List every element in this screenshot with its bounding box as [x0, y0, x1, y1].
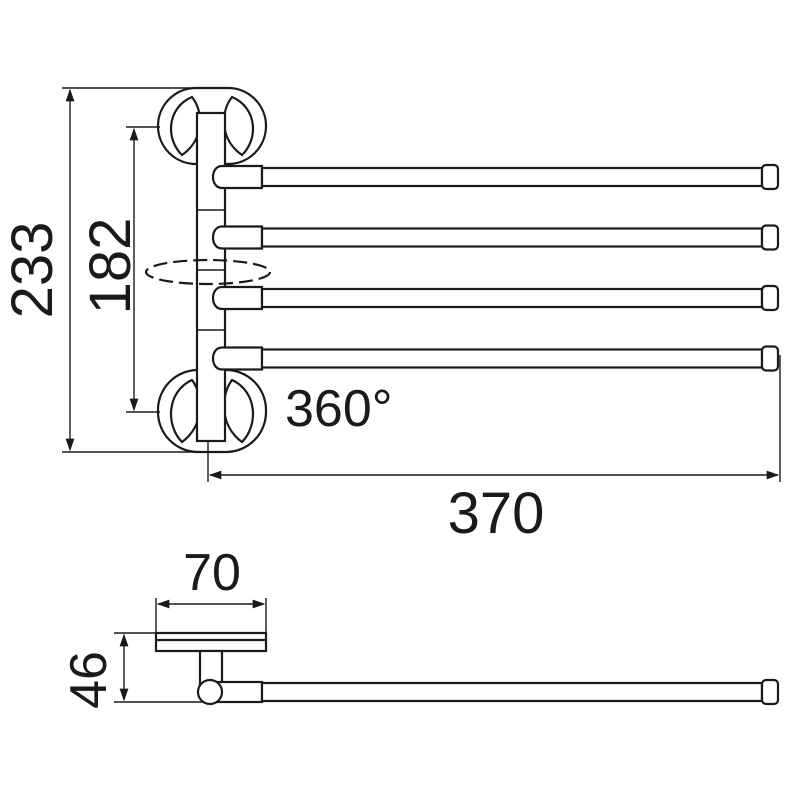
- side-view: 70 46: [60, 544, 780, 709]
- bracket-spacing-dimension: [126, 126, 160, 413]
- side-arm: [196, 678, 780, 706]
- projection-label: 46: [60, 651, 118, 709]
- projection-dimension: [114, 632, 204, 703]
- wall-base-plate: [154, 631, 268, 653]
- overall-height-label: 233: [0, 222, 65, 319]
- base-width-label: 70: [183, 544, 241, 602]
- overall-height-dimension: [62, 87, 200, 453]
- towel-arm-2: [211, 224, 780, 251]
- towel-arm-4: [211, 345, 780, 372]
- arm-length-dimension: [207, 355, 781, 482]
- front-view: 233 182 360° 370: [0, 86, 781, 546]
- rotation-label: 360°: [285, 380, 393, 438]
- arm-length-label: 370: [448, 481, 545, 546]
- rotation-ellipse: [144, 258, 272, 286]
- base-width-dimension: [155, 598, 267, 634]
- bracket-spacing-label: 182: [78, 218, 143, 315]
- towel-arm-1: [211, 163, 780, 191]
- vertical-post: [195, 111, 227, 443]
- towel-arm-3: [211, 284, 780, 312]
- towel-arms: [211, 163, 780, 372]
